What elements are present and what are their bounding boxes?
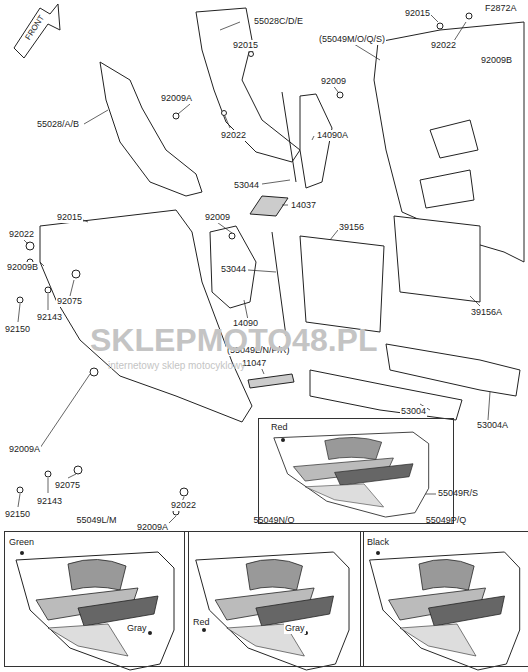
callout-number: 92009A — [8, 444, 41, 455]
box-frame — [258, 418, 454, 524]
callout-number: 92009 — [204, 212, 231, 223]
bracket — [248, 374, 294, 388]
callout-number: 92143 — [36, 496, 63, 507]
callout-number: 92075 — [56, 296, 83, 307]
callout-number: 14037 — [290, 200, 317, 211]
color-marker — [20, 551, 24, 555]
watermark: SKLEPMOTO48.PL — [90, 322, 377, 359]
color-label: Gray — [284, 623, 306, 634]
box-frame — [4, 531, 189, 667]
color-label: Red — [192, 617, 211, 628]
cowl-variant — [370, 552, 520, 670]
rod — [272, 232, 286, 336]
callout-number: 92015 — [232, 40, 259, 51]
variant-box: 55049N/O RedGray — [184, 511, 364, 667]
callout-number: 92015 — [404, 8, 431, 19]
callout-number: 92022 — [170, 500, 197, 511]
callout-number: 39156 — [338, 222, 365, 233]
box-frame — [360, 531, 528, 667]
callout-number: 92150 — [4, 324, 31, 335]
callout-number: 92009B — [6, 262, 39, 273]
clip — [250, 196, 288, 216]
color-label: Gray — [126, 623, 148, 634]
callout-number: 55049R/S — [437, 488, 479, 499]
color-label: Green — [8, 537, 35, 548]
callout-number: 92143 — [36, 312, 63, 323]
cowl-variant — [196, 552, 349, 670]
callout-number: 53004 — [400, 406, 427, 417]
callout-number: 53044 — [220, 264, 247, 275]
inner-panel — [100, 62, 202, 196]
callout-number: 55028/A/B — [36, 119, 80, 130]
front-arrow — [14, 4, 60, 58]
inner-panel — [196, 8, 300, 162]
trim-strip — [300, 94, 332, 188]
rod — [282, 92, 296, 182]
color-marker — [202, 628, 206, 632]
foam-strip — [386, 344, 520, 396]
cowl-variant — [274, 432, 429, 517]
callout-number: 92009 — [320, 76, 347, 87]
callout-number: 53004A — [476, 420, 509, 431]
callout-number: 92022 — [220, 130, 247, 141]
callout-number: 14090A — [316, 130, 349, 141]
part-number: 55049P/Q — [360, 515, 528, 526]
cowl-vent — [420, 120, 478, 208]
callout-number: 92009A — [160, 93, 193, 104]
callout-number: 92022 — [430, 40, 457, 51]
cowl-variant — [16, 552, 174, 670]
variant-box: 55049P/Q Black — [360, 511, 528, 667]
callout-number: 53044 — [233, 180, 260, 191]
variant-box: Red — [258, 418, 454, 524]
part-number: 55049L/M — [4, 515, 189, 526]
color-label: Black — [366, 537, 390, 548]
callout-number: 39156A — [470, 307, 503, 318]
callout-number: 55028C/D/E — [253, 16, 304, 27]
callout-number: 92009B — [480, 55, 513, 66]
lower-cowl — [40, 210, 252, 422]
callout-number: F2872A — [484, 3, 518, 14]
heat-pad — [300, 236, 384, 332]
variant-box: 55049L/M GreenGray — [4, 511, 189, 667]
color-label: Red — [270, 422, 289, 433]
watermark: internetowy sklep motocyklowy — [108, 360, 245, 371]
color-marker — [148, 631, 152, 635]
trim-strip — [210, 226, 256, 308]
callout-number: 92022 — [8, 229, 35, 240]
heat-pad — [394, 216, 480, 302]
leader-lines — [18, 14, 490, 524]
color-marker — [281, 438, 285, 442]
color-marker — [376, 551, 380, 555]
callout-number: 92015 — [56, 212, 83, 223]
callout-number: (55049M/O/Q/S) — [318, 34, 386, 45]
part-number: 55049N/O — [184, 515, 364, 526]
box-frame — [184, 531, 364, 667]
callout-number: 92150 — [4, 509, 31, 520]
callout-number: 92075 — [54, 480, 81, 491]
